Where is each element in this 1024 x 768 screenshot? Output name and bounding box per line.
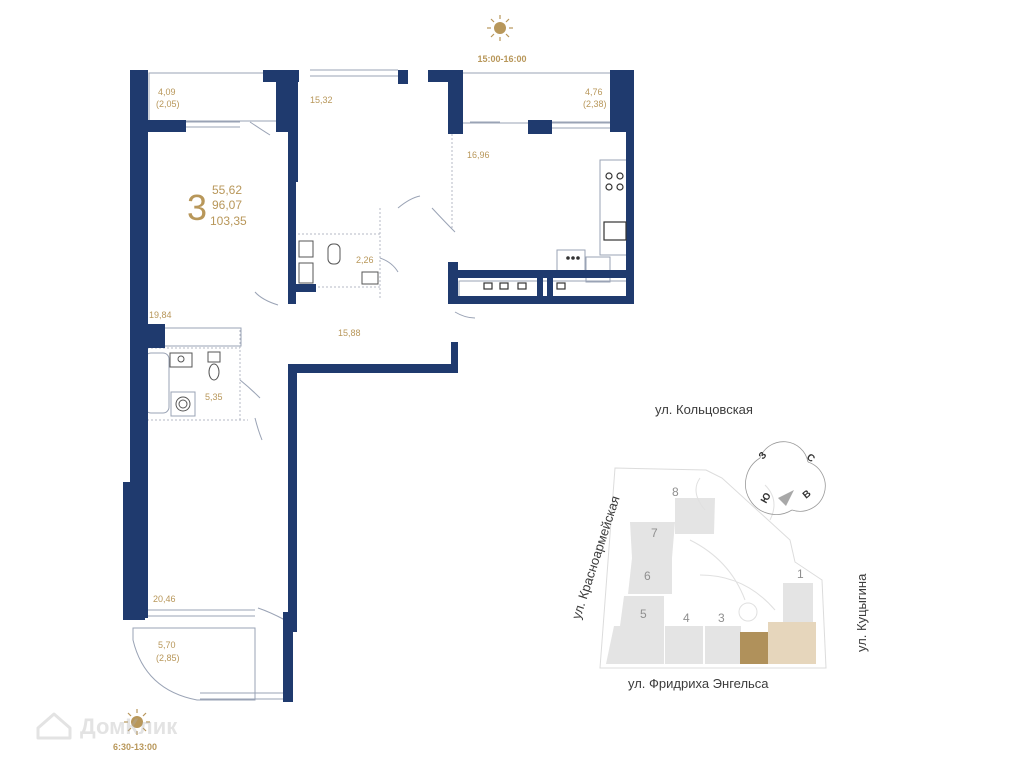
area-room-top-middle: 15,32 [310, 95, 333, 105]
kitchen-stove [483, 172, 627, 290]
street-bottom: ул. Фридриха Энгельса [628, 676, 769, 691]
area-toilet: 2,26 [356, 255, 374, 265]
site-plan [599, 467, 827, 669]
sun-icon-top [487, 15, 513, 41]
building-number-6: 6 [644, 569, 651, 583]
area-hall: 15,88 [338, 328, 361, 338]
area-kitchen: 16,96 [467, 150, 490, 160]
building-number-1: 1 [797, 567, 804, 581]
street-right: ул. Куцыгина [854, 573, 869, 652]
area-living-total: 55,62 [212, 183, 242, 197]
building-numbers: 8 7 6 5 4 3 1 [640, 485, 804, 625]
building-number-5: 5 [640, 607, 647, 621]
area-balcony-left: 4,09 [158, 87, 176, 97]
rooms-count: 3 [187, 187, 207, 228]
area-balcony-bottom-reduced: (2,85) [156, 653, 180, 663]
building-number-7: 7 [651, 526, 658, 540]
area-living-room: 19,84 [149, 310, 172, 320]
sun-time-bottom: 6:30-13:00 [113, 742, 157, 752]
watermark-text: ДомКлик [80, 714, 178, 739]
street-left: ул. Красноармейская [569, 494, 623, 621]
building-number-8: 8 [672, 485, 679, 499]
door-swings [239, 121, 476, 621]
compass-east: В [801, 488, 814, 501]
building-number-3: 3 [718, 611, 725, 625]
area-bathroom: 5,35 [205, 392, 223, 402]
area-with-balconies: 103,35 [210, 214, 247, 228]
building-number-4: 4 [683, 611, 690, 625]
compass-south: Ю [759, 491, 774, 505]
sun-time-top: 15:00-16:00 [477, 54, 526, 64]
bathroom-fixtures [169, 240, 379, 412]
area-balcony-bottom: 5,70 [158, 640, 176, 650]
compass-arrow-icon [778, 490, 794, 506]
street-top: ул. Кольцовская [655, 402, 753, 417]
compass: З С Ю В [745, 441, 826, 515]
plan-thin-lines [132, 69, 630, 701]
area-balcony-right-reduced: (2,38) [583, 99, 607, 109]
compass-west: З [757, 450, 769, 462]
compass-north: С [804, 452, 817, 465]
area-balcony-left-reduced: (2,05) [156, 99, 180, 109]
room-labels: 4,09 (2,05) 15,32 4,76 (2,38) 16,96 2,26… [149, 87, 607, 663]
watermark: ДомКлик [36, 712, 178, 740]
house-icon [36, 712, 72, 740]
sun-icon-bottom [124, 709, 150, 735]
plan-walls [123, 70, 634, 702]
area-balcony-right: 4,76 [585, 87, 603, 97]
area-total: 96,07 [212, 198, 242, 212]
area-bedroom: 20,46 [153, 594, 176, 604]
